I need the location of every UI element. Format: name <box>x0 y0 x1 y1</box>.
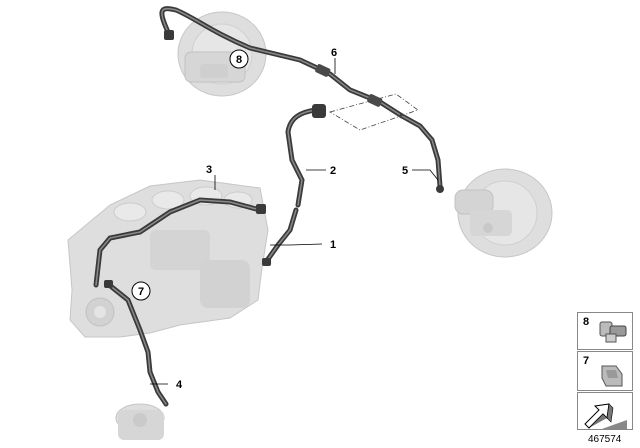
svg-text:7: 7 <box>138 286 144 298</box>
callout-part-1: 1 <box>330 239 336 251</box>
callout-part-6: 6 <box>331 47 337 59</box>
callout-part-3: 3 <box>206 164 212 176</box>
callout-part-2: 2 <box>330 165 336 177</box>
legend-label-8: 8 <box>583 316 590 328</box>
hose-part-3 <box>93 197 266 288</box>
callout-part-5: 5 <box>402 165 408 177</box>
drawing-number: 467574 <box>588 434 622 445</box>
hose-part-6 <box>159 6 405 119</box>
callout-circled-part-8: 8 <box>229 49 249 69</box>
brake-booster-top <box>177 11 267 97</box>
hose-part-4 <box>104 280 169 407</box>
hose-part-5 <box>399 113 444 193</box>
callout-circled-part-7: 7 <box>131 281 151 301</box>
callout-part-4: 4 <box>176 379 183 391</box>
legend-item-8: 8 <box>577 312 633 350</box>
hose-part-1 <box>262 207 299 266</box>
legend-label-7: 7 <box>583 355 590 367</box>
brake-booster-right <box>454 168 553 258</box>
legend-item-7: 7 <box>577 351 633 391</box>
hose-part-2 <box>285 104 326 208</box>
leader-lines <box>150 58 439 385</box>
vacuum-pump <box>115 403 165 440</box>
svg-text:8: 8 <box>236 54 242 66</box>
direction-arrow-icon <box>584 403 627 430</box>
bracket-icon <box>601 365 623 387</box>
clip-icon <box>599 321 627 343</box>
legend-arrow-box <box>577 392 633 430</box>
engine-block <box>67 179 269 338</box>
